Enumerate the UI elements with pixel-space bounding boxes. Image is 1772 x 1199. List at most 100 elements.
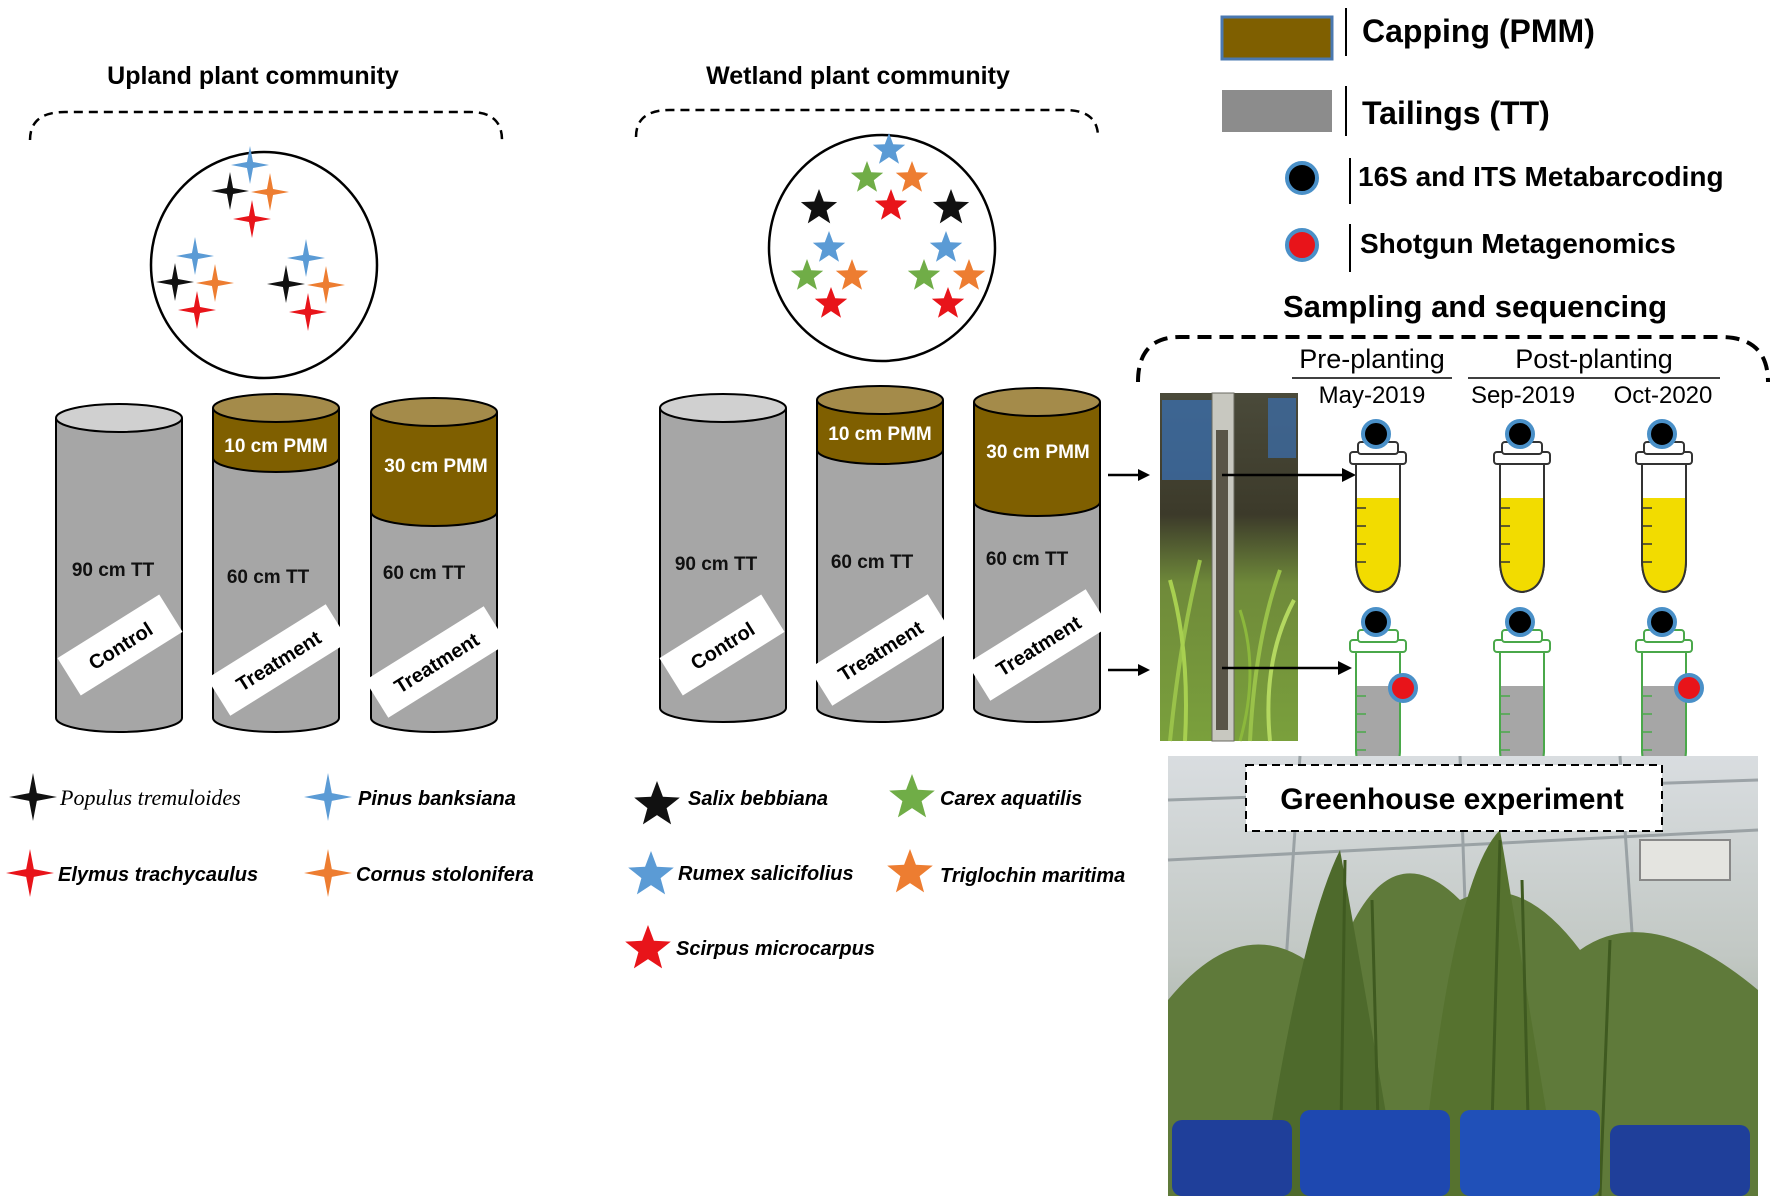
sample-tubes (1349, 419, 1704, 782)
legend-star-rumex (628, 851, 674, 895)
wetland-star-group (790, 133, 986, 318)
legend-star-cornus (304, 849, 352, 897)
upland-treatment-30-cylinder: 30 cm PMM 60 cm TT Treatment (364, 397, 508, 733)
species-populus-tremuloides: Populus tremuloides (59, 785, 241, 810)
arrows-to-tubes (1222, 468, 1356, 675)
sampling-brace (1136, 335, 1770, 383)
date-may-2019: May-2019 (1319, 382, 1426, 409)
wetland-plant-circle (767, 133, 997, 363)
legend-star-elymus (6, 849, 54, 897)
upland-brace (28, 110, 504, 141)
legend-sparkle (304, 773, 352, 821)
species-elymus-trachycaulus: Elymus trachycaulus (58, 864, 258, 886)
legend-sparkle (304, 849, 352, 897)
legend-star-salix (634, 781, 680, 825)
wetland-treat1-depth: 60 cm TT (831, 552, 914, 573)
wetland-treat2-cap: 30 cm PMM (986, 442, 1089, 463)
wetland-treatment-10-cylinder: 10 cm PMM 60 cm TT Treatment (808, 385, 952, 723)
legend-star (628, 851, 674, 895)
greenhouse-photo: Greenhouse experiment (1167, 755, 1759, 1197)
wetland-treat2-depth: 60 cm TT (986, 549, 1069, 570)
species-triglochin-maritima: Triglochin maritima (940, 865, 1125, 887)
elymus-star (178, 291, 216, 329)
greenhouse-label: Greenhouse experiment (1280, 783, 1623, 816)
salix-star (932, 189, 970, 224)
upland-title: Upland plant community (107, 62, 399, 90)
metabarcoding-dot (1505, 607, 1535, 637)
carex-star (850, 161, 884, 192)
metabarcoding-dot (1647, 607, 1677, 637)
legend-star-populus (9, 773, 57, 821)
elymus-star (233, 200, 271, 238)
upland-treat2-depth: 60 cm TT (383, 563, 466, 584)
legend-tailings: Tailings (TT) (1362, 95, 1550, 131)
sampling-title: Sampling and sequencing (1283, 289, 1667, 324)
species-scirpus-microcarpus: Scirpus microcarpus (676, 938, 875, 960)
legend-star-scirpus (625, 925, 671, 969)
cornus-star (251, 173, 289, 211)
date-oct-2020: Oct-2020 (1614, 382, 1713, 409)
species-cornus-stolonifera: Cornus stolonifera (356, 864, 534, 886)
rumex-star (929, 231, 963, 262)
pinus-star (176, 237, 214, 275)
sample-tube (1635, 607, 1704, 782)
legend-star (634, 781, 680, 825)
legend-metabarcoding: 16S and ITS Metabarcoding (1358, 161, 1724, 192)
upland-treat1-depth: 60 cm TT (227, 567, 310, 588)
legend-star (887, 849, 933, 893)
wetland-treat1-cap: 10 cm PMM (828, 424, 931, 445)
species-rumex-salicifolius: Rumex salicifolius (678, 863, 854, 885)
metagenomics-dot (1674, 673, 1704, 703)
legend-star-carex (889, 774, 935, 818)
legend-star-pinus (304, 773, 352, 821)
triglochin-star (895, 161, 929, 192)
upland-control-depth: 90 cm TT (72, 560, 155, 581)
scirpus-star (874, 189, 908, 220)
upland-star-group (156, 146, 345, 331)
metabarcoding-dot (1647, 419, 1677, 449)
tailings-swatch (1222, 90, 1332, 132)
sample-tube (1349, 607, 1418, 782)
legend-star (889, 774, 935, 818)
legend-capping: Capping (PMM) (1362, 13, 1595, 49)
wetland-control-depth: 90 cm TT (675, 554, 758, 575)
sample-tube (1349, 419, 1407, 594)
capping-swatch (1220, 15, 1334, 61)
wetland-title: Wetland plant community (706, 62, 1010, 90)
species-pinus-banksiana: Pinus banksiana (358, 788, 516, 810)
upland-treatment-10-cylinder: 10 cm PMM 60 cm TT Treatment (206, 393, 350, 733)
scirpus-star (814, 287, 848, 318)
populus-star (267, 265, 305, 303)
upland-control-cylinder: 90 cm TT Control (55, 403, 183, 733)
upland-plant-circle (149, 150, 379, 380)
greenhouse-label-box (1245, 764, 1663, 832)
populus-star (156, 263, 194, 301)
species-carex-aquatilis: Carex aquatilis (940, 788, 1082, 810)
arrows-to-core (1108, 469, 1150, 676)
populus-star (211, 172, 249, 210)
rumex-star (812, 231, 846, 262)
pinus-star (287, 239, 325, 277)
upland-species-legend: Populus tremuloides Pinus banksiana Elym… (6, 773, 534, 897)
metabarcoding-dot (1361, 607, 1391, 637)
legend-sparkle (6, 849, 54, 897)
metabarcoding-dot (1361, 419, 1391, 449)
species-salix-bebbiana: Salix bebbiana (688, 788, 828, 810)
triglochin-star (952, 259, 986, 290)
wetland-treatment-30-cylinder: 30 cm PMM 60 cm TT Treatment (966, 387, 1110, 723)
pinus-star (231, 146, 269, 184)
metagenomics-dot (1388, 673, 1418, 703)
cornus-star (196, 264, 234, 302)
sample-tube (1493, 419, 1551, 594)
metabarcoding-dot (1505, 419, 1535, 449)
carex-star (790, 259, 824, 290)
post-planting-label: Post-planting (1515, 344, 1673, 374)
date-sep-2019: Sep-2019 (1471, 382, 1575, 409)
scirpus-star (931, 287, 965, 318)
triglochin-star (835, 259, 869, 290)
wetland-species-legend: Salix bebbiana Carex aquatilis Rumex sal… (625, 774, 1125, 969)
wetland-control-cylinder: 90 cm TT Control (659, 393, 787, 723)
metagenomics-marker (1285, 228, 1319, 262)
